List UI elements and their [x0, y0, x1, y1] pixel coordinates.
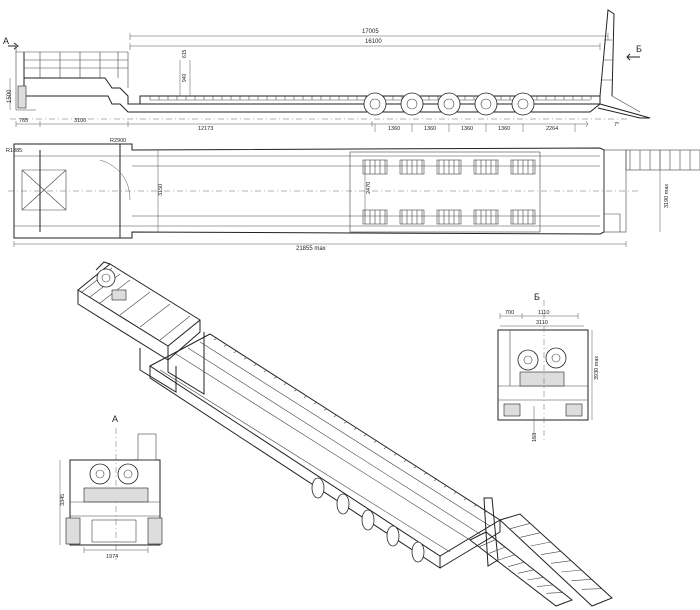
rear-dim-ground: 153 — [532, 433, 538, 442]
iso-ramp-1 — [499, 513, 613, 607]
swing-arc — [99, 159, 131, 201]
rear-view: Б 700 1110 3110 3930 max 153 — [497, 292, 600, 442]
dim-overall-width: 3190 max — [664, 184, 670, 208]
rear-dim-width: 3110 — [536, 320, 548, 326]
rear-dim-top-b: 1110 — [538, 310, 549, 316]
front-view-label: A — [112, 414, 118, 424]
dim-deck-width: 3150 — [158, 184, 164, 196]
dim-axle-2: 1360 — [424, 126, 436, 132]
dim-angle: 7° — [614, 122, 619, 128]
front-dim-width: 1974 — [106, 554, 118, 560]
dim-axle-1: 1360 — [388, 126, 400, 132]
dim-overall-length: 21855 max — [296, 246, 326, 252]
rear-dim-height: 3930 max — [594, 356, 600, 380]
dim-small-2: 940 — [182, 73, 188, 82]
front-dim-height: 3345 — [60, 494, 66, 506]
isometric-view — [77, 261, 613, 607]
rear-view-label: Б — [534, 292, 540, 302]
iso-spare-wheel — [96, 268, 116, 288]
plan-tyres — [362, 159, 536, 225]
dim-radius-swing: R2900 — [110, 138, 126, 144]
side-view-label-a: A — [3, 36, 9, 46]
view-arrow-b — [626, 53, 640, 61]
dim-rear-overhang: 2264 — [546, 126, 558, 132]
dim-axle-4: 1360 — [498, 126, 510, 132]
dim-wheelbase: 12173 — [198, 126, 213, 132]
side-view-label-b: Б — [636, 44, 642, 54]
iso-ramp-2 — [469, 531, 574, 607]
plan-view: R1385 R2900 3150 2470 3190 max 21855 max — [6, 138, 700, 252]
dim-gooseneck: 3100 — [74, 118, 86, 124]
rear-dim-top-a: 700 — [505, 310, 514, 316]
side-view: A Б 17005 16100 — [3, 9, 651, 132]
dim-kingpin: 765 — [19, 118, 28, 124]
dim-overall-top: 17005 — [362, 29, 379, 35]
dim-front-height: 1500 — [7, 89, 13, 103]
iso-deck-ticks — [213, 337, 488, 514]
gooseneck-frame — [23, 52, 601, 113]
axle-wheels — [363, 92, 535, 116]
iso-wheels — [311, 477, 425, 563]
rear-ramp — [597, 9, 651, 119]
front-view: A 3345 1974 — [59, 414, 163, 560]
view-arrow-a — [8, 42, 19, 50]
landing-leg — [17, 85, 27, 109]
dim-track: 2470 — [366, 182, 372, 194]
dim-axle-3: 1360 — [461, 126, 473, 132]
ramp-rungs — [479, 523, 602, 594]
dim-deck-length: 16100 — [365, 39, 382, 45]
dim-small-1: 615 — [182, 49, 188, 58]
iso-main-deck — [149, 333, 501, 557]
dim-radius-front: R1385 — [6, 148, 22, 154]
iso-gooseneck-deck — [77, 263, 201, 347]
